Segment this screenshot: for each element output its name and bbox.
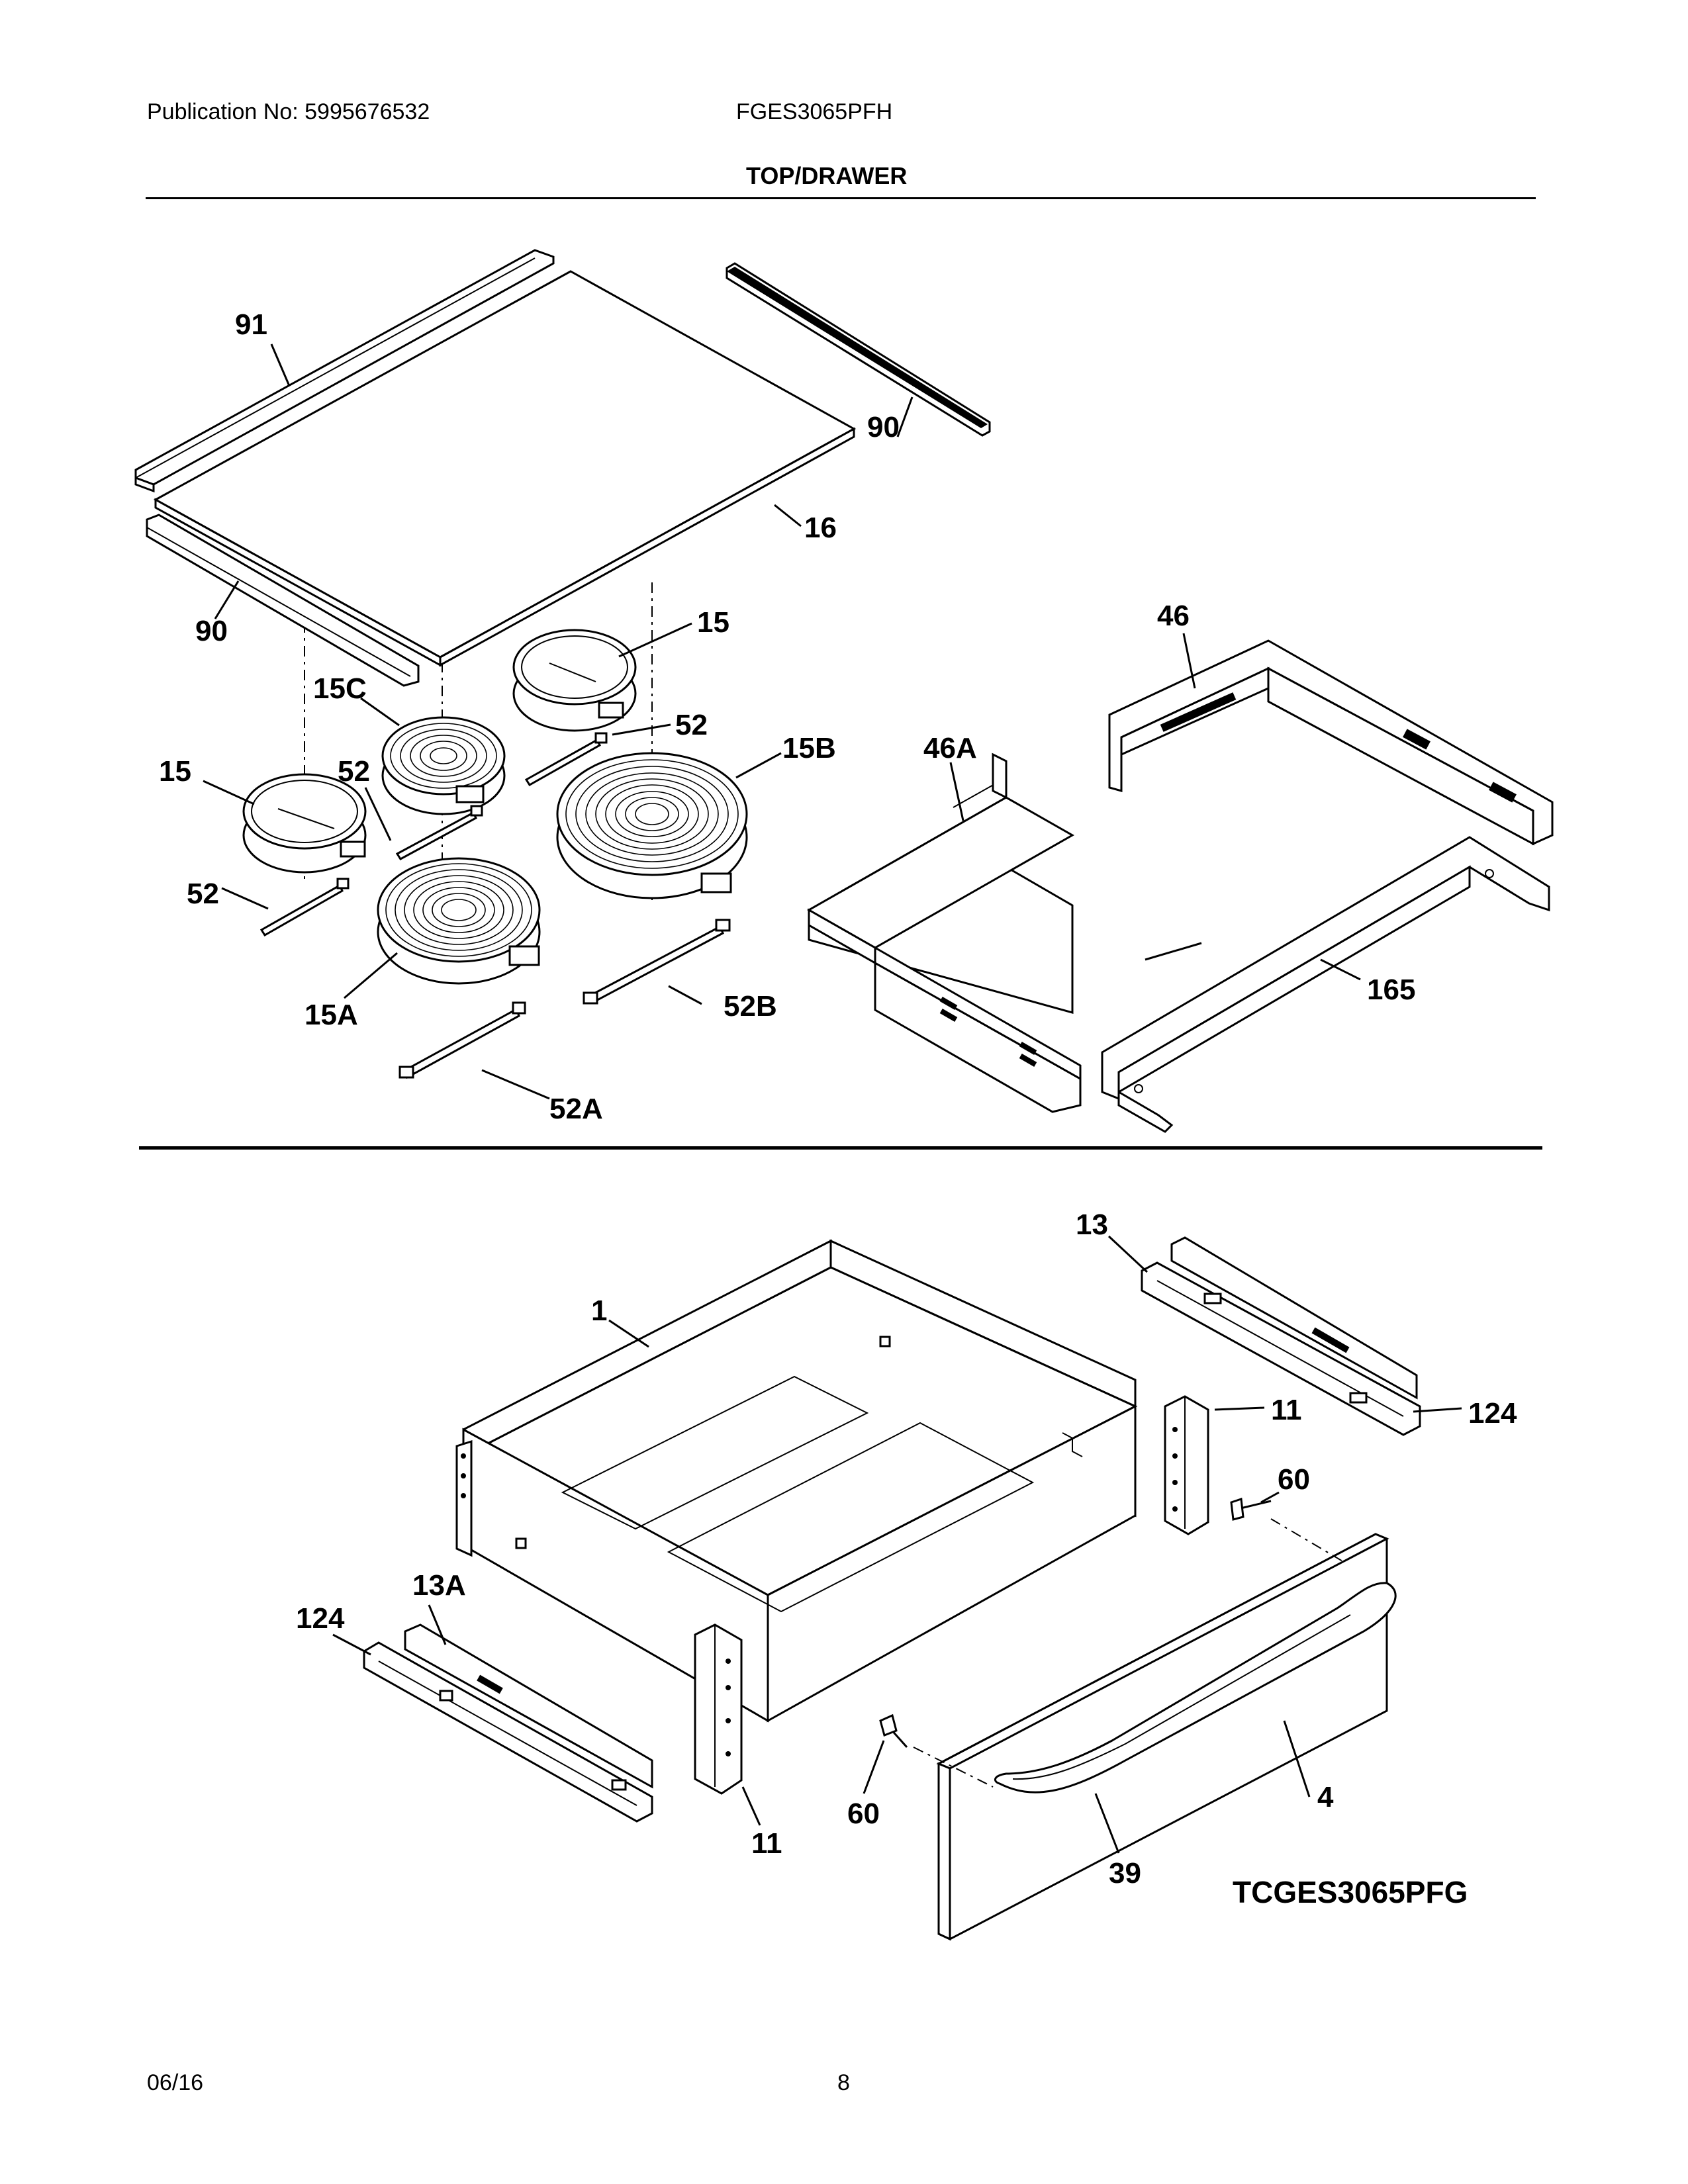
part-11-bracket-right	[1164, 1395, 1209, 1535]
part-15A-element-large	[377, 857, 541, 985]
callout-165: 165	[1367, 974, 1415, 1006]
part-52B-strap	[583, 919, 731, 1005]
part-52-strap-3	[259, 878, 350, 937]
page-number: 8	[837, 2070, 850, 2095]
callout-124-right: 124	[1468, 1397, 1517, 1430]
part-39-handle	[994, 1582, 1397, 1794]
callout-46A: 46A	[923, 732, 977, 764]
publication-number: Publication No: 5995676532	[147, 99, 430, 124]
part-90-front-trim	[146, 514, 420, 687]
part-13-slide-right	[1141, 1236, 1421, 1436]
callout-15C: 15C	[313, 672, 367, 705]
drawing-code: TCGES3065PFG	[1233, 1875, 1468, 1909]
callout-13: 13	[1076, 1208, 1108, 1241]
callout-90-side: 90	[867, 411, 900, 443]
part-52-strap-2	[395, 805, 483, 860]
part-15-element-rear-right	[512, 629, 637, 732]
part-52-strap-1	[524, 732, 608, 787]
callout-52-middle: 52	[338, 755, 370, 788]
callout-52-lower: 52	[187, 878, 219, 910]
part-11-bracket-left	[694, 1623, 743, 1795]
callout-124-left: 124	[296, 1602, 345, 1635]
callout-13A: 13A	[412, 1569, 466, 1602]
part-165-bracket	[1101, 836, 1550, 1133]
bottom-callout-labels: 1 13 11 124 60 13A 124 60 11 4 39 TCGES3…	[296, 1208, 1517, 1909]
callout-91: 91	[235, 308, 267, 341]
callout-15-rear: 15	[697, 606, 729, 639]
part-46-rear-frame	[1108, 639, 1554, 846]
callout-52A: 52A	[549, 1093, 603, 1125]
callout-15B: 15B	[782, 732, 836, 764]
part-90-side-trim	[726, 262, 991, 437]
callout-11-right: 11	[1271, 1394, 1302, 1426]
callout-1: 1	[591, 1295, 607, 1327]
part-60-screw-right	[1230, 1497, 1272, 1521]
section-title: TOP/DRAWER	[746, 162, 908, 189]
part-60-screw-left	[879, 1713, 908, 1748]
section-divider	[139, 1146, 1542, 1150]
callout-39: 39	[1109, 1857, 1141, 1889]
callout-52-upper: 52	[675, 709, 708, 741]
bottom-leader-lines	[332, 1235, 1462, 1854]
part-13A-slide-left	[363, 1623, 653, 1823]
top-leader-lines	[203, 343, 1361, 1100]
callout-90-front: 90	[195, 615, 228, 647]
part-15-element-left	[242, 773, 367, 874]
callout-15-left: 15	[159, 755, 191, 788]
callout-52B: 52B	[724, 990, 777, 1023]
callout-60-left: 60	[847, 1797, 880, 1830]
top-callout-labels: 91 90 16 90 15 15C 52 15B 46A 46 15 52 5…	[159, 308, 1415, 1125]
part-1-drawer-box	[455, 1239, 1138, 1723]
footer-date: 06/16	[147, 2070, 204, 2095]
callout-16: 16	[804, 512, 837, 544]
header-rule	[146, 197, 1536, 199]
part-52A-strap	[399, 1001, 526, 1079]
callout-46: 46	[1157, 600, 1190, 632]
callout-60-right: 60	[1278, 1463, 1310, 1496]
part-16-glass-cooktop	[153, 270, 857, 667]
part-91-rear-trim	[134, 249, 555, 493]
callout-11-left: 11	[751, 1827, 782, 1860]
callout-15A: 15A	[305, 999, 358, 1031]
part-15C-element	[381, 716, 506, 815]
part-15B-element-large	[556, 752, 748, 899]
part-46A-front-frame	[806, 752, 1082, 1113]
callout-4: 4	[1317, 1781, 1334, 1813]
model-number: FGES3065PFH	[736, 99, 893, 124]
